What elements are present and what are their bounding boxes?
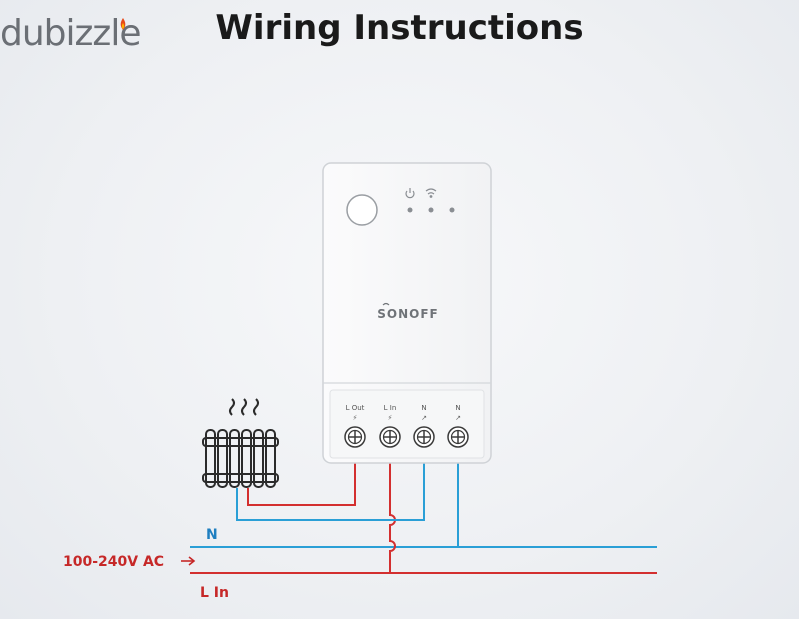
flame-icon bbox=[120, 18, 126, 30]
terminal-screw-n2 bbox=[447, 426, 469, 448]
terminal-screw-lout bbox=[344, 426, 366, 448]
lout-wire bbox=[247, 448, 356, 506]
radiator-icon bbox=[202, 398, 279, 488]
terminal-label-n1: N bbox=[421, 404, 426, 412]
terminal-screw-n1 bbox=[413, 426, 435, 448]
dubizzle-logo: dubizzle bbox=[0, 12, 170, 56]
lin-wire bbox=[389, 448, 396, 573]
terminal-label-n2: N bbox=[455, 404, 460, 412]
terminal-label-lin: L In bbox=[384, 404, 397, 412]
arrow-right-icon bbox=[181, 556, 196, 566]
power-indicator bbox=[405, 188, 415, 213]
wifi-indicator bbox=[425, 188, 437, 213]
device-brand-label: SONOFF bbox=[377, 307, 438, 321]
supply-voltage-label: 100-240V AC bbox=[63, 554, 164, 570]
terminal-symbol-lin: ⚡ bbox=[388, 414, 393, 422]
terminal-symbol-lout: ⚡ bbox=[353, 414, 358, 422]
sonoff-device: SONOFF L Out L In N N ⚡ ⚡ ↗ ↗ bbox=[322, 162, 492, 464]
pairing-button[interactable] bbox=[346, 194, 378, 226]
terminal-symbol-n2: ↗ bbox=[455, 414, 461, 422]
terminal-screw-lin bbox=[379, 426, 401, 448]
logo-text: dubizzle bbox=[0, 13, 141, 54]
page-title: Wiring Instructions bbox=[215, 8, 584, 48]
neutral-load-wire bbox=[236, 448, 425, 521]
terminal-label-lout: L Out bbox=[346, 404, 365, 412]
status-indicator bbox=[449, 207, 455, 213]
brand-wifi-icon bbox=[382, 302, 390, 306]
neutral-label: N bbox=[206, 527, 218, 543]
terminal-symbol-n1: ↗ bbox=[421, 414, 427, 422]
live-in-label: L In bbox=[200, 585, 229, 601]
